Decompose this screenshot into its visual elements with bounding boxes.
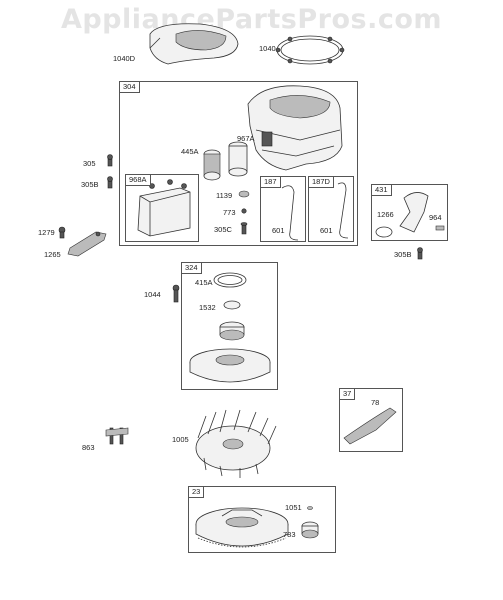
part-label-1051: 1051 (285, 503, 302, 512)
air-filter-967a (228, 141, 248, 177)
washer-1051 (307, 506, 313, 510)
bolt-1044 (172, 284, 180, 303)
part-label-415a: 415A (195, 278, 213, 287)
part-label-305b-left: 305B (81, 180, 99, 189)
part-label-863: 863 (82, 443, 95, 452)
air-filter-445a (203, 149, 221, 181)
blower-housing-304 (247, 85, 343, 171)
washer-1139 (238, 190, 250, 198)
clutch-783 (301, 521, 319, 539)
bolt-305 (107, 154, 113, 167)
part-label-305b-right: 305B (394, 250, 412, 259)
part-label-1265: 1265 (44, 250, 61, 259)
shield-78 (343, 407, 397, 445)
flywheel-23 (195, 507, 289, 548)
part-label-964: 964 (429, 213, 442, 222)
bolt-305b-left (107, 176, 113, 189)
part-label-1044: 1044 (144, 290, 161, 299)
bracket-1265 (58, 226, 107, 257)
bolts-863 (105, 427, 129, 445)
nut-773 (241, 208, 247, 214)
group-tag-324: 324 (181, 262, 202, 274)
part-label-1139: 1139 (216, 191, 233, 200)
group-tag-187d: 187D (308, 176, 334, 188)
rewind-starter-324 (189, 272, 271, 383)
group-box-324: 324 (181, 262, 278, 390)
part-label-445a: 445A (181, 147, 199, 156)
flywheel-fan-1005 (195, 409, 277, 478)
part-label-1040: 1040 (259, 44, 276, 53)
part-label-967a: 967A (237, 134, 255, 143)
part-label-773: 773 (223, 208, 236, 217)
group-box-37: 37 (339, 388, 403, 452)
elbow-431 (375, 192, 445, 238)
part-label-1266: 1266 (377, 210, 394, 219)
part-label-1040d: 1040D (113, 54, 136, 63)
part-label-601-a: 601 (272, 226, 285, 235)
part-label-305: 305 (83, 159, 96, 168)
gasket-1040 (275, 35, 345, 65)
part-label-1279: 1279 (38, 228, 55, 237)
group-box-187: 187 (260, 176, 306, 242)
group-tag-23: 23 (188, 486, 205, 498)
group-tag-431: 431 (371, 184, 392, 196)
group-box-304: 304 (119, 81, 358, 246)
group-tag-968a: 968A (125, 174, 151, 186)
part-label-78: 78 (371, 398, 380, 407)
air-cleaner-968a (137, 179, 191, 237)
part-label-1005: 1005 (172, 435, 189, 444)
breather-tube-187 (281, 185, 299, 241)
breather-tube-187d (337, 182, 349, 239)
group-tag-187: 187 (260, 176, 281, 188)
blower-cover-1040d (149, 23, 239, 65)
group-tag-304: 304 (119, 81, 140, 93)
part-label-783: 783 (283, 530, 296, 539)
group-box-23: 23 (188, 486, 336, 553)
screw-305c (240, 222, 248, 235)
group-tag-37: 37 (339, 388, 356, 400)
part-label-305c: 305C (214, 225, 232, 234)
group-box-431: 431 (371, 184, 448, 241)
group-box-968a: 968A (125, 174, 199, 242)
part-label-601-b: 601 (320, 226, 333, 235)
watermark: AppliancePartsPros.com (60, 4, 443, 35)
group-box-187d: 187D (308, 176, 354, 242)
bolt-305b-right (417, 247, 423, 260)
part-label-1532: 1532 (199, 303, 216, 312)
